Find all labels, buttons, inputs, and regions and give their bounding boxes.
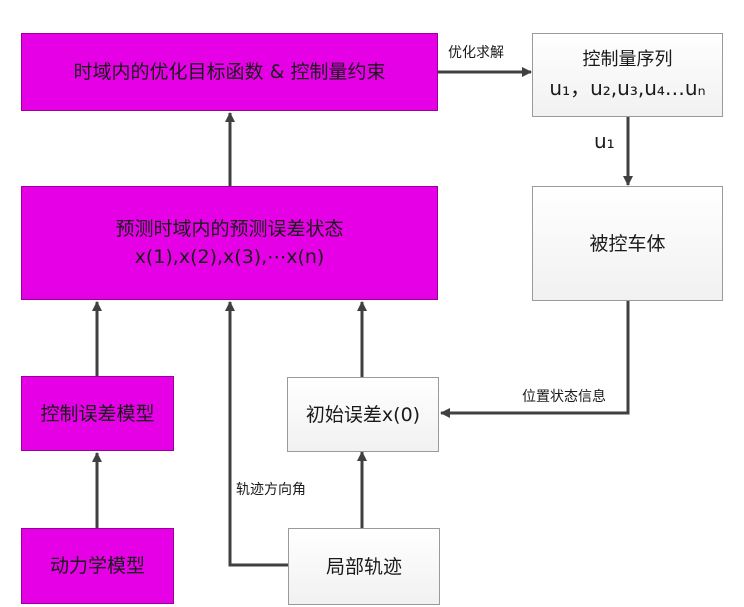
objective-label: 时域内的优化目标函数 & 控制量约束 [73, 61, 386, 83]
prediction-line2: x(1),x(2),x(3),⋯x(n) [134, 246, 325, 268]
edge-label-heading: 轨迹方向角 [236, 482, 306, 498]
arrow-local-traj-to-prediction [225, 301, 288, 567]
vehicle-box: 被控车体 [532, 186, 723, 301]
control-sequence-box: 控制量序列 u₁，u₂,u₃,u₄…uₙ [532, 33, 723, 117]
prediction-line1: 预测时域内的预测误差状态 [115, 218, 344, 240]
control-model-box: 控制误差模型 [21, 376, 174, 451]
vehicle-label: 被控车体 [589, 232, 666, 255]
initial-error-box: 初始误差x(0) [287, 377, 439, 452]
local-trajectory-label: 局部轨迹 [325, 555, 402, 578]
dynamics-model-label: 动力学模型 [49, 555, 145, 577]
control-model-label: 控制误差模型 [40, 402, 155, 425]
edge-label-optimize: 优化求解 [448, 45, 504, 61]
objective-box: 时域内的优化目标函数 & 控制量约束 [21, 33, 438, 111]
arrow-vehicle-to-initial-error [440, 301, 630, 418]
dynamics-model-box: 动力学模型 [21, 528, 174, 604]
edge-label-u1: u₁ [594, 129, 615, 153]
prediction-box: 预测时域内的预测误差状态 x(1),x(2),x(3),⋯x(n) [21, 186, 438, 300]
edge-label-position-state: 位置状态信息 [522, 389, 606, 405]
control-sequence-values: u₁，u₂,u₃,u₄…uₙ [549, 76, 706, 100]
initial-error-label: 初始误差x(0) [305, 403, 421, 426]
local-trajectory-box: 局部轨迹 [288, 528, 440, 605]
control-sequence-title: 控制量序列 [582, 49, 673, 70]
